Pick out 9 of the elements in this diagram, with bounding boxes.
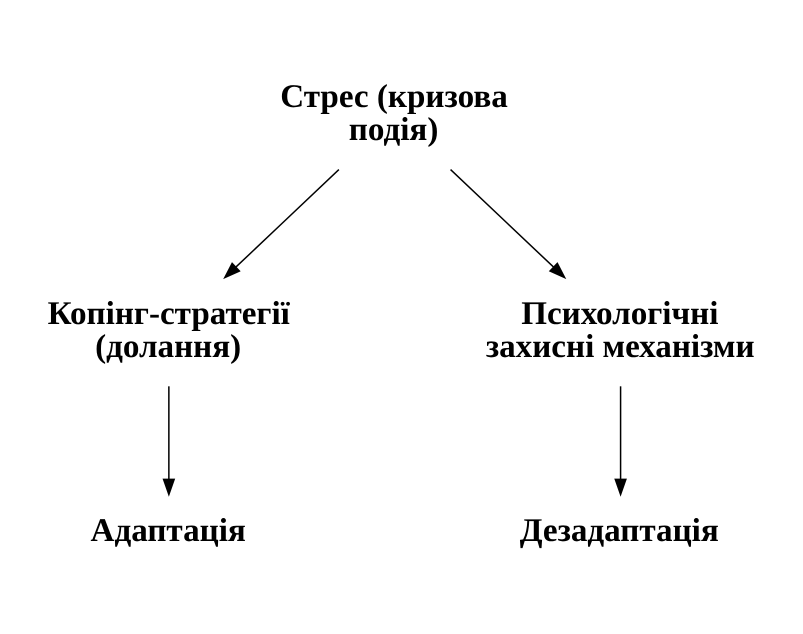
node-text: Адаптація — [90, 512, 246, 549]
arrow — [450, 169, 566, 280]
arrow — [614, 386, 627, 497]
node-text: Стрес (кризова подія) — [280, 78, 508, 148]
node-text: Психологічні захисні механізми — [486, 294, 755, 366]
node-text: Дезадаптація — [520, 512, 719, 549]
arrow — [162, 386, 176, 497]
node-text: Копінг-стратегії (долання) — [48, 294, 290, 366]
arrow — [223, 169, 340, 280]
